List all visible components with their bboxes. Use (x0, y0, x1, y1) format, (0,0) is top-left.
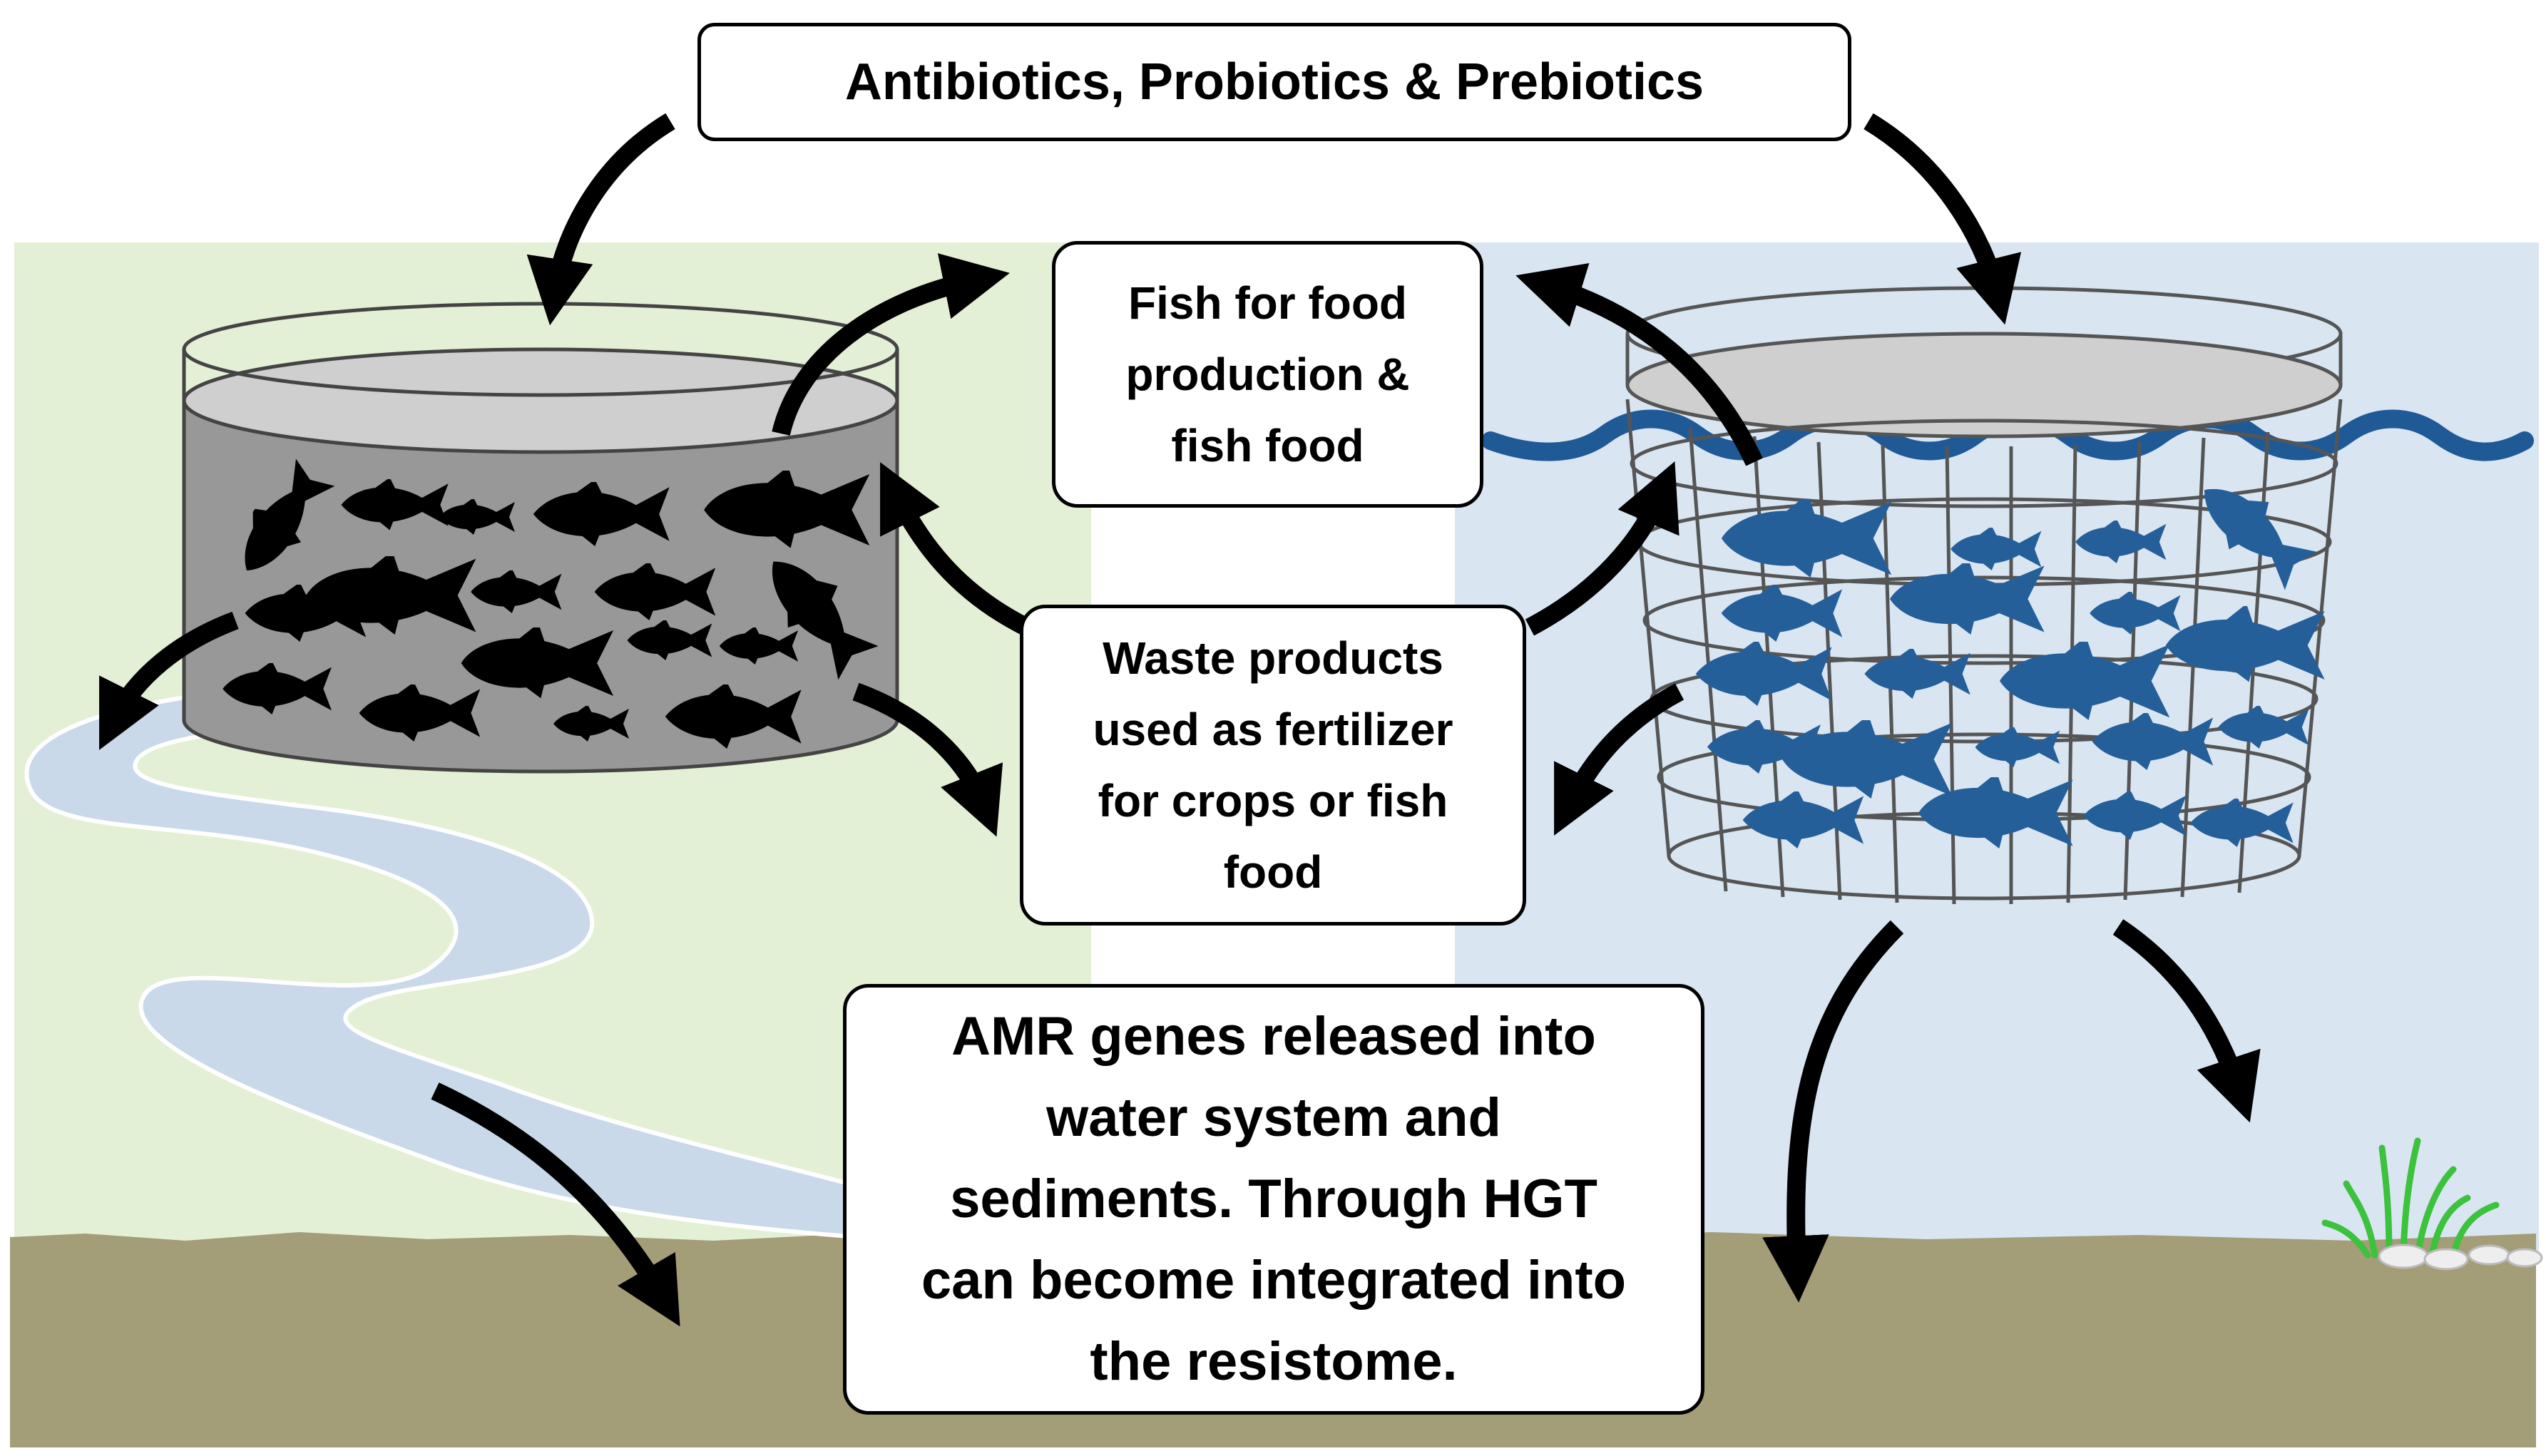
grass-icon (2321, 1137, 2500, 1258)
flow-arrows (99, 113, 2261, 1327)
fish-for-food-label: Fish for food production & fish food (1052, 241, 1483, 508)
inputs-text: Antibiotics, Probiotics & Prebiotics (844, 53, 1704, 111)
pebble-icon (2378, 1244, 2543, 1271)
arrow-tank-to-waste (852, 682, 1003, 837)
arrow-inputs-to-pen (1864, 113, 2022, 325)
arrow-pen-to-waste (1554, 683, 1684, 836)
fish-tank-left (182, 302, 899, 774)
amr-genes-line-4: can become integrated into (921, 1250, 1627, 1311)
arrow-stream-to-ground (431, 1082, 680, 1327)
amr-genes-line-3: sediments. Through HGT (950, 1169, 1597, 1229)
amr-genes-line-5: the resistome. (1090, 1331, 1458, 1392)
fish-for-food-line-2: production & (1125, 349, 1410, 400)
arrow-pen-to-water (2112, 919, 2261, 1123)
waste-products-label: Waste products used as fertilizer for cr… (1020, 605, 1526, 926)
amr-genes-line-1: AMR genes released into (951, 1006, 1596, 1067)
inputs-label: Antibiotics, Probiotics & Prebiotics (697, 23, 1851, 141)
amr-genes-line-2: water system and (1046, 1087, 1501, 1148)
fish-for-food-line-1: Fish for food (1128, 277, 1408, 329)
waste-products-line-3: for crops or fish (1098, 775, 1448, 826)
stream (24, 694, 851, 1239)
arrow-tank-to-fish-food (772, 253, 1010, 436)
waste-products-line-2: used as fertilizer (1093, 704, 1453, 755)
arrow-waste-to-tank (880, 462, 1031, 636)
arrow-tank-to-stream (99, 611, 239, 750)
arrow-waste-to-pen (1525, 461, 1680, 636)
arrow-pen-to-fish-food (1515, 263, 1763, 466)
waste-products-line-1: Waste products (1103, 632, 1443, 684)
fish-for-food-line-3: fish food (1171, 420, 1364, 471)
waste-products-line-4: food (1223, 846, 1323, 898)
net-pen-right (1625, 286, 2343, 905)
arrow-pen-to-sediment (1762, 920, 1904, 1303)
arrow-inputs-to-tank (526, 113, 675, 326)
amr-genes-label: AMR genes released into water system and… (843, 984, 1704, 1415)
